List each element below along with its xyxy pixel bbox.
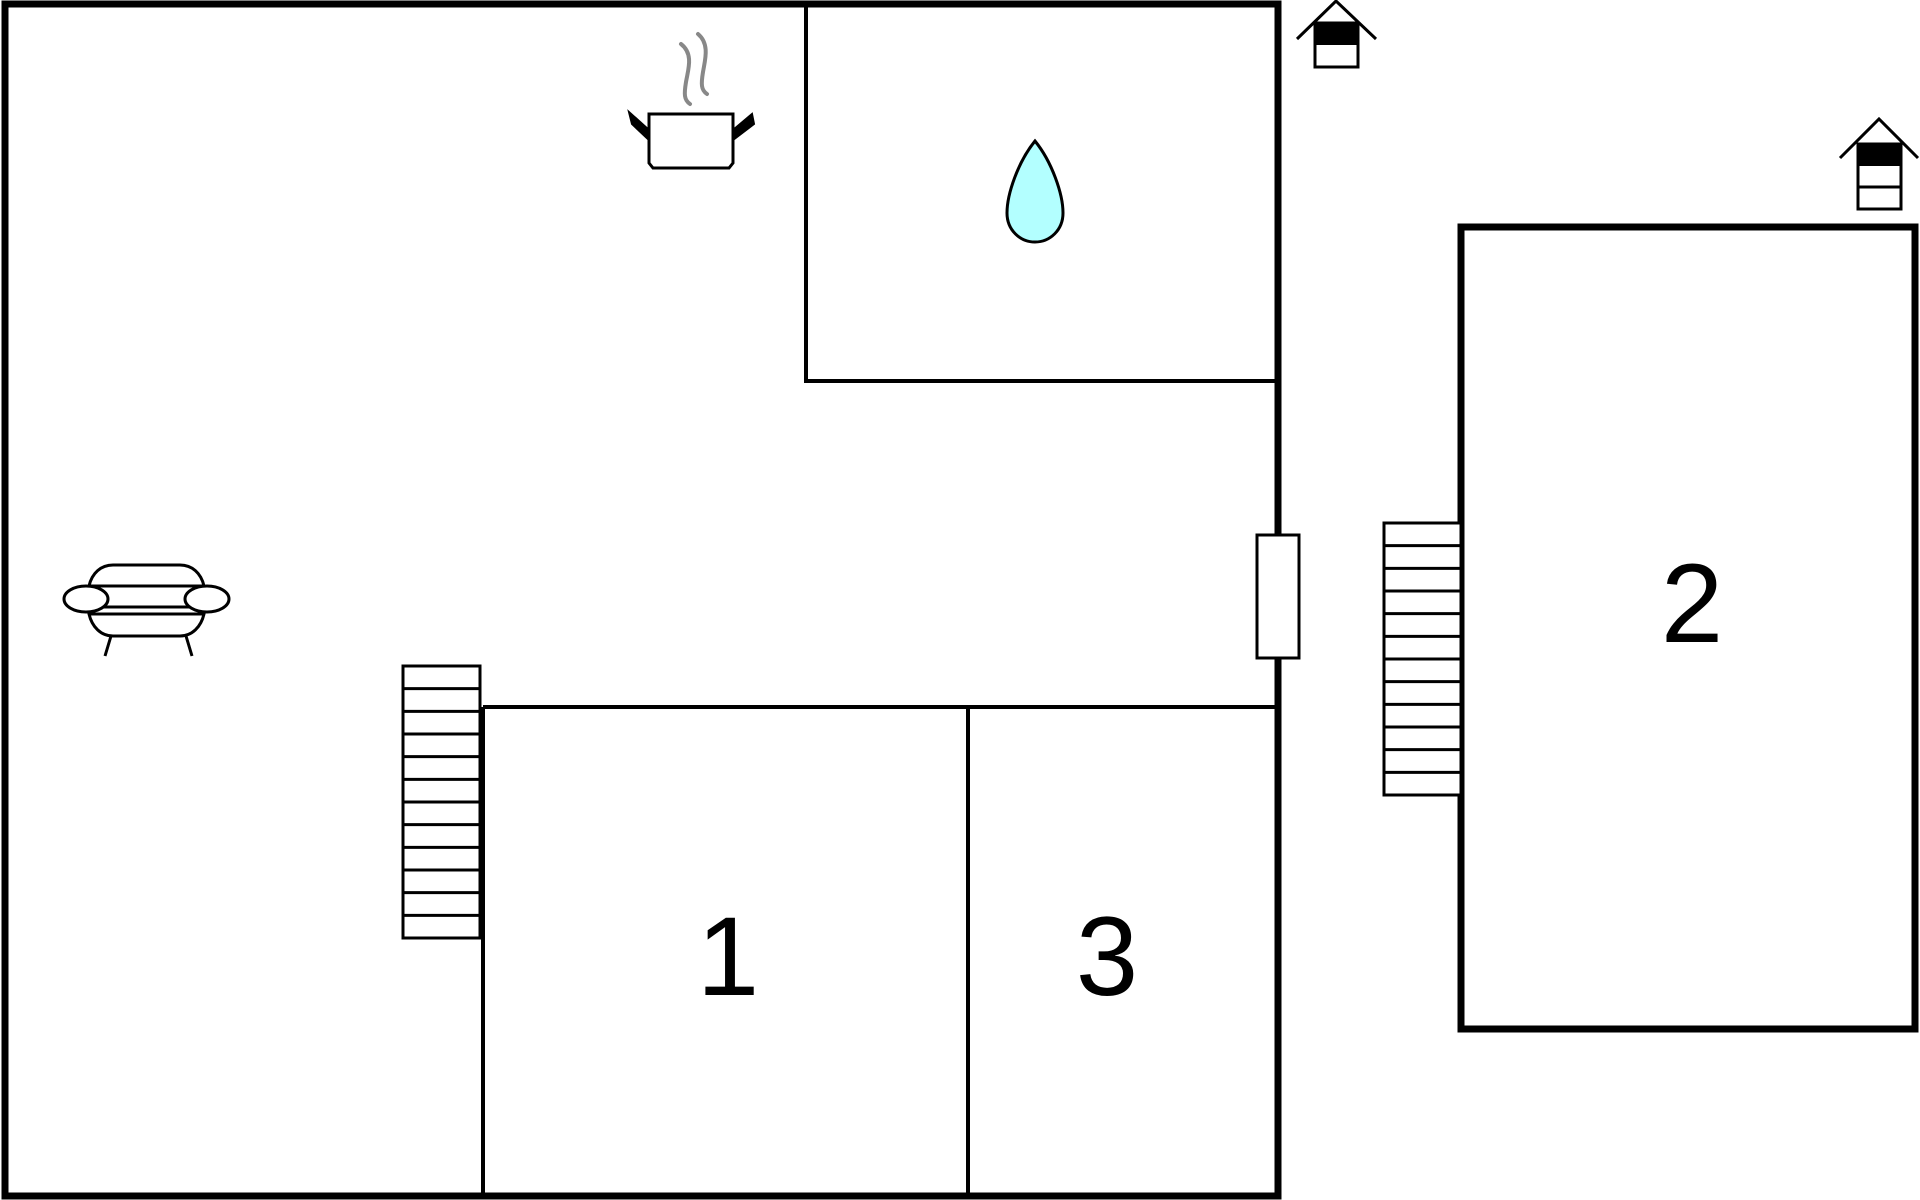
water-drop-icon: [1005, 138, 1065, 244]
cooking-pot-icon: [627, 32, 756, 170]
chimney-icon: [1838, 116, 1920, 211]
room-label-3: 3: [1076, 894, 1138, 1019]
room-label-2: 2: [1661, 541, 1723, 666]
room-label-1: 1: [697, 894, 759, 1019]
door-icon: [1255, 533, 1301, 660]
staircase-icon: [1382, 521, 1463, 797]
sofa-icon: [62, 563, 231, 657]
bathroom-wall: [804, 4, 1278, 383]
staircase-icon: [401, 664, 482, 940]
chimney-icon: [1295, 0, 1378, 69]
